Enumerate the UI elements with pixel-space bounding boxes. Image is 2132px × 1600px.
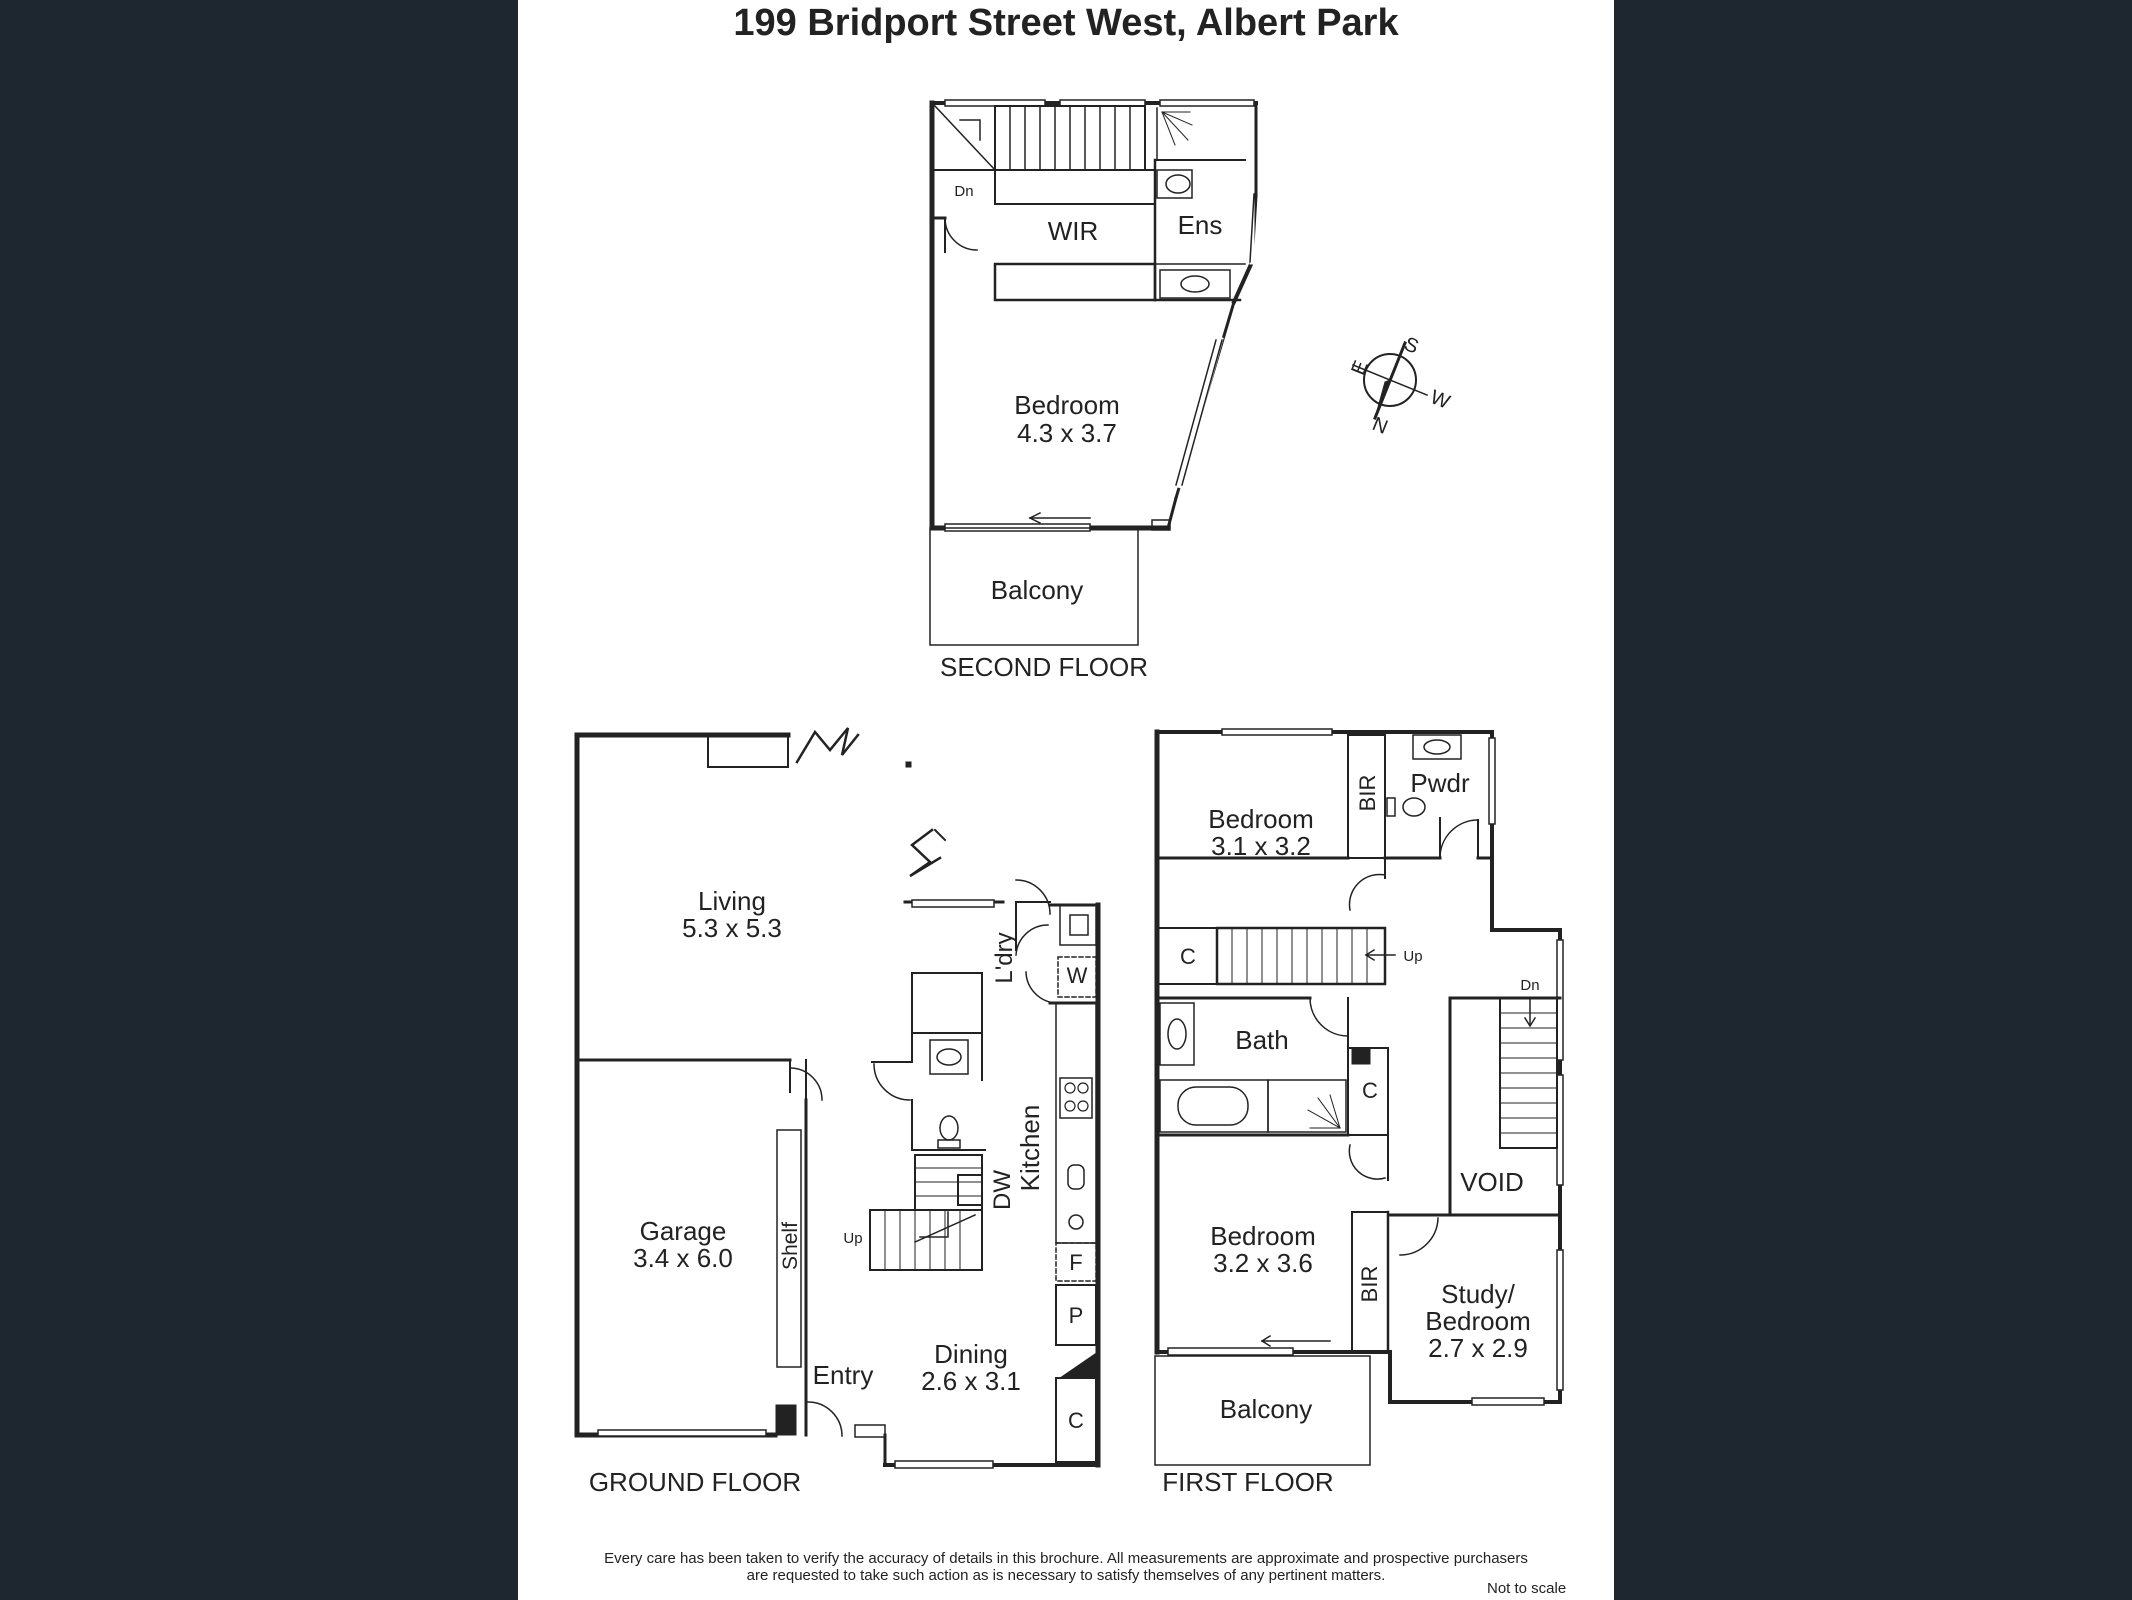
washer-label: W	[1067, 963, 1088, 988]
second-floor-plan	[929, 99, 1258, 646]
compass-w: W	[1427, 386, 1453, 414]
ensuite-label: Ens	[1178, 210, 1223, 240]
first-bedroom2-dims: 3.2 x 3.6	[1213, 1248, 1313, 1278]
ground-up-label: Up	[843, 1230, 862, 1247]
disclaimer: Every care has been taken to verify the …	[518, 1550, 1614, 1584]
study-label: Study/	[1441, 1279, 1515, 1309]
bir2-label: BIR	[1357, 1266, 1382, 1303]
first-cupboard2-label: C	[1362, 1078, 1378, 1103]
study-dims: 2.7 x 2.9	[1428, 1333, 1528, 1363]
compass-e: E	[1347, 358, 1372, 379]
second-dn-label: Dn	[954, 183, 973, 200]
living-label: Living	[698, 886, 766, 916]
scale-note: Not to scale	[1487, 1580, 1567, 1597]
disclaimer-line-1: Every care has been taken to verify the …	[604, 1550, 1528, 1567]
void-label: VOID	[1460, 1167, 1524, 1197]
first-floor-label: FIRST FLOOR	[1162, 1467, 1333, 1497]
bath-label: Bath	[1235, 1025, 1289, 1055]
shelf-label: Shelf	[779, 1222, 802, 1270]
pantry-label: P	[1069, 1303, 1084, 1328]
bir1-label: BIR	[1355, 775, 1380, 812]
first-bedroom1-label: Bedroom	[1208, 804, 1314, 834]
second-bedroom-label: Bedroom	[1014, 390, 1120, 420]
living-dims: 5.3 x 5.3	[682, 913, 782, 943]
disclaimer-line-2: are requested to take such action as is …	[746, 1567, 1386, 1584]
first-dn-label: Dn	[1520, 977, 1539, 994]
fridge-label: F	[1069, 1250, 1082, 1275]
compass-s: S	[1401, 333, 1422, 358]
first-floor-plan	[1154, 728, 1564, 1466]
second-balcony-label: Balcony	[991, 575, 1084, 605]
garage-dims: 3.4 x 6.0	[633, 1243, 733, 1273]
first-cupboard1-label: C	[1180, 944, 1196, 969]
laundry-label: L'dry	[991, 932, 1018, 983]
ground-floor-label: GROUND FLOOR	[589, 1467, 801, 1497]
first-up-label: Up	[1403, 948, 1422, 965]
dining-dims: 2.6 x 3.1	[921, 1366, 1021, 1396]
entry-label: Entry	[813, 1360, 874, 1390]
ground-cupboard-label: C	[1068, 1408, 1084, 1433]
pwdr-label: Pwdr	[1410, 768, 1470, 798]
dining-label: Dining	[934, 1339, 1008, 1369]
second-floor-label: SECOND FLOOR	[940, 652, 1148, 682]
kitchen-label: Kitchen	[1015, 1105, 1045, 1192]
dw-label: DW	[989, 1170, 1016, 1210]
compass-n: N	[1369, 413, 1391, 439]
first-bedroom2-label: Bedroom	[1210, 1221, 1316, 1251]
study-label-2: Bedroom	[1425, 1306, 1531, 1336]
compass-icon	[1352, 341, 1428, 420]
wir-label: WIR	[1048, 216, 1099, 246]
floorplan-sheet	[518, 0, 1614, 1600]
first-bedroom1-dims: 3.1 x 3.2	[1211, 831, 1311, 861]
second-bedroom-dims: 4.3 x 3.7	[1017, 418, 1117, 448]
garage-label: Garage	[640, 1216, 727, 1246]
first-balcony-label: Balcony	[1220, 1394, 1313, 1424]
page-title: 199 Bridport Street West, Albert Park	[733, 2, 1399, 44]
ground-floor-plan	[574, 727, 1101, 1469]
